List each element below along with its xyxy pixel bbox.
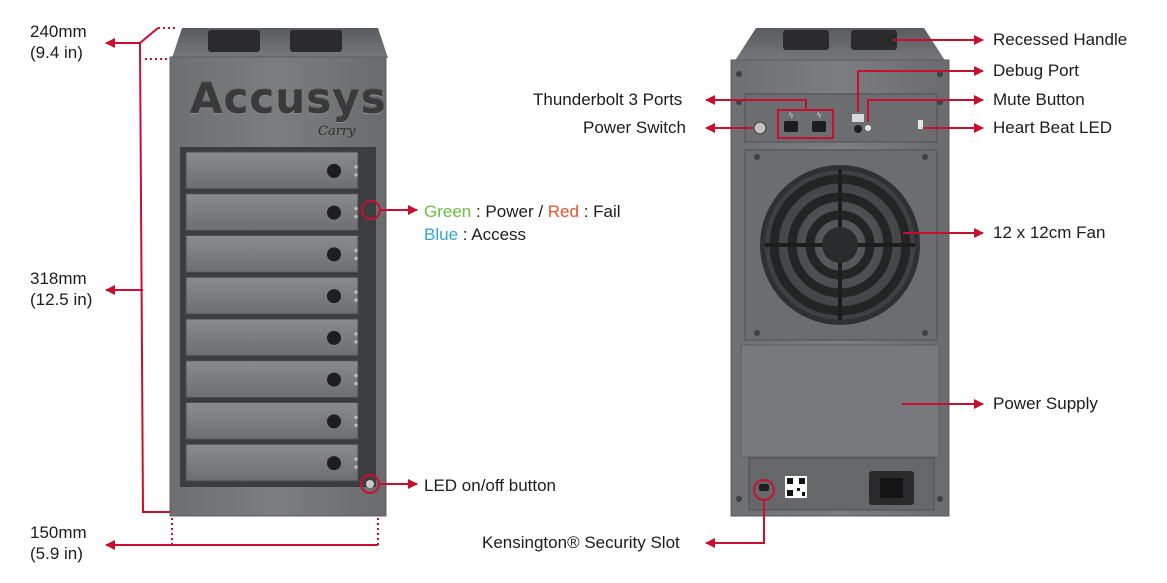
- front-top-handle-right: [290, 30, 342, 52]
- drive-tray: [185, 443, 359, 482]
- width-label: 150mm (5.9 in): [30, 522, 87, 564]
- tray-led: [354, 423, 358, 428]
- thunderbolt-ports: ϟ ϟ: [784, 111, 826, 132]
- drive-tray: [185, 235, 359, 273]
- fan: [760, 165, 920, 325]
- thunderbolt-label: Thunderbolt 3 Ports: [533, 90, 683, 109]
- tray-latch: [327, 414, 341, 429]
- recessed-handle: [851, 30, 897, 50]
- tray-led: [354, 256, 358, 261]
- svg-text:ϟ: ϟ: [788, 111, 793, 120]
- power-supply-label: Power Supply: [993, 394, 1098, 413]
- tray-led: [354, 290, 358, 294]
- mute-button: [865, 125, 871, 131]
- qr-code: [785, 476, 807, 498]
- drive-tray: [185, 193, 359, 231]
- legend-access: : Access: [458, 225, 527, 244]
- drive-trays: [185, 151, 359, 482]
- drive-tray: [185, 360, 359, 398]
- tray-led: [354, 165, 358, 169]
- power-switch-label: Power Switch: [583, 118, 686, 137]
- heart-beat-led-label: Heart Beat LED: [993, 118, 1113, 137]
- width-mm: 150mm: [30, 523, 87, 542]
- debug-port-label: Debug Port: [993, 61, 1079, 80]
- tray-latch: [327, 456, 341, 471]
- height-in: (12.5 in): [30, 290, 93, 309]
- tray-led: [354, 457, 358, 461]
- led-color-legend-2: Blue : Access: [424, 225, 526, 245]
- drive-tray: [185, 318, 359, 357]
- height-label: 318mm (12.5 in): [30, 268, 92, 310]
- tray-latch: [327, 247, 341, 262]
- recessed-handle-label: Recessed Handle: [993, 30, 1128, 49]
- drive-tray: [185, 151, 359, 190]
- tray-latch: [327, 372, 341, 387]
- tray-led: [354, 373, 358, 378]
- tray-led: [354, 381, 358, 386]
- tray-led: [354, 332, 358, 336]
- tray-led: [354, 415, 358, 420]
- debug-port: [852, 114, 864, 122]
- width-in: (5.9 in): [30, 544, 83, 563]
- tray-led: [354, 173, 358, 177]
- tray-latch: [327, 163, 341, 178]
- drive-tray: [185, 402, 359, 440]
- tray-led: [354, 206, 358, 211]
- svg-text:ϟ: ϟ: [816, 111, 821, 120]
- mute-button-label: Mute Button: [993, 90, 1085, 109]
- led-color-legend: Green : Power / Red : Fail: [424, 202, 621, 222]
- mute-button-hole: [854, 125, 862, 133]
- led-onoff-button: [366, 480, 374, 488]
- legend-power: : Power /: [471, 202, 548, 221]
- depth-label: 240mm (9.4 in): [30, 21, 87, 63]
- heart-beat-led: [918, 120, 923, 129]
- fan-label: 12 x 12cm Fan: [993, 223, 1106, 242]
- front-top-handle-left: [208, 30, 260, 52]
- rear-top-handle-left: [783, 30, 829, 50]
- power-switch: [753, 121, 767, 135]
- tray-latch: [327, 205, 341, 220]
- tray-led: [354, 214, 358, 219]
- legend-fail: : Fail: [578, 202, 621, 221]
- legend-green: Green: [424, 202, 472, 221]
- led-button-label: LED on/off button: [424, 476, 557, 495]
- kensington-label: Kensington® Security Slot: [482, 533, 680, 552]
- tray-led: [354, 248, 358, 253]
- callouts: [105, 27, 984, 550]
- depth-mm: 240mm: [30, 22, 87, 41]
- drive-tray: [185, 276, 359, 315]
- tray-latch: [327, 330, 341, 345]
- tray-led: [354, 465, 358, 469]
- kensington-slot: [759, 484, 769, 491]
- tray-led: [354, 340, 358, 344]
- brand-logo: Accusys: [190, 74, 387, 123]
- legend-red: Red: [547, 202, 579, 221]
- tray-latch: [327, 289, 341, 304]
- depth-in: (9.4 in): [30, 43, 83, 62]
- model-logo: Carry: [318, 124, 356, 139]
- legend-blue: Blue: [424, 225, 459, 244]
- tray-led: [354, 298, 358, 302]
- height-mm: 318mm: [30, 269, 87, 288]
